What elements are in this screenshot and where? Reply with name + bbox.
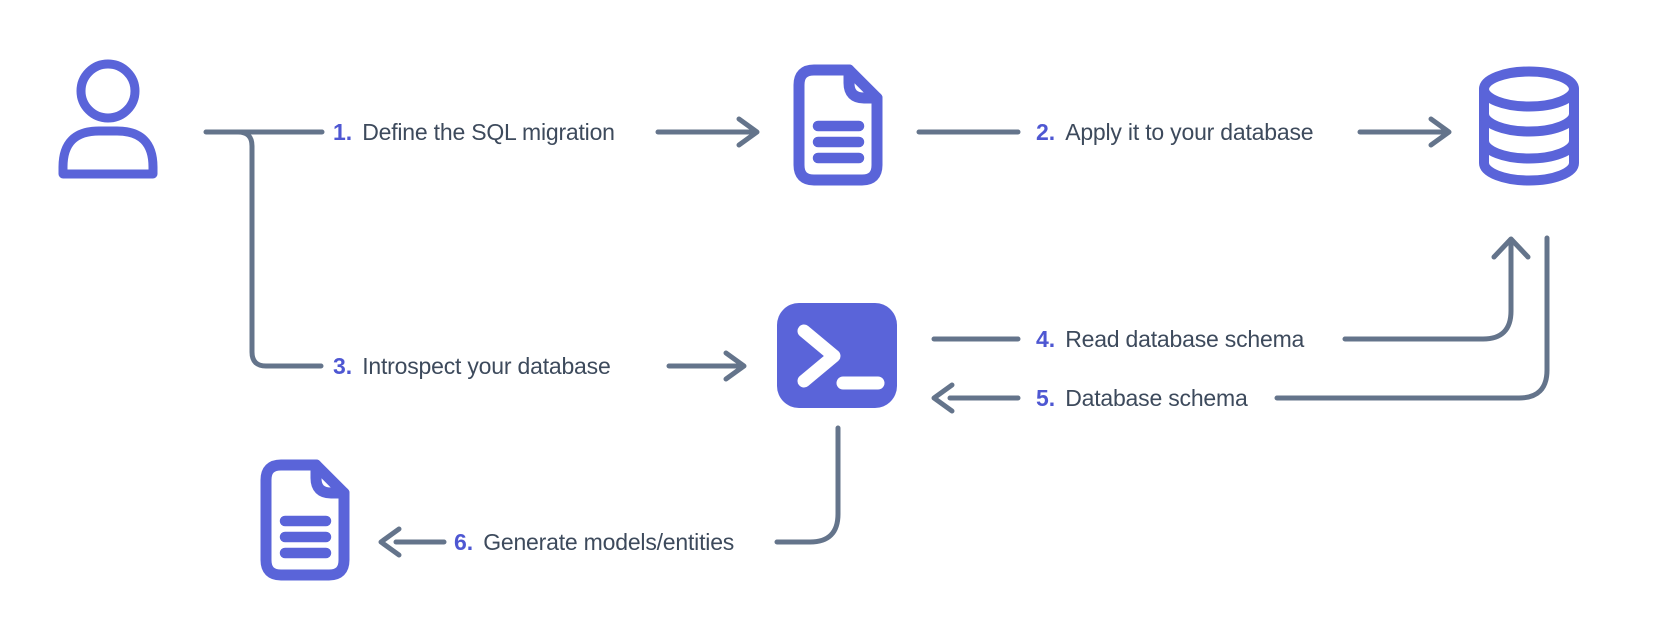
- terminal-icon: [777, 303, 897, 408]
- models-file-icon: [266, 465, 344, 575]
- step-2-text: Apply it to your database: [1065, 119, 1314, 145]
- step-1-text: Define the SQL migration: [362, 119, 615, 145]
- migration-file-icon: [799, 70, 877, 180]
- step-6-text: Generate models/entities: [483, 529, 735, 555]
- step-5-arrow: [931, 382, 1021, 414]
- step-3-number: 3.: [333, 353, 353, 379]
- database-icon: [1479, 66, 1579, 186]
- step-6-label: 6. Generate models/entities: [454, 528, 734, 556]
- step-4-arrow-up: [1342, 236, 1531, 342]
- step-6-connector-line: [774, 425, 841, 545]
- step-4-text: Read database schema: [1065, 326, 1305, 352]
- step-3-branch-line: [235, 129, 324, 369]
- step-2-arrow: [1357, 116, 1452, 148]
- step-3-arrow: [666, 350, 747, 382]
- step-2-label: 2. Apply it to your database: [1036, 118, 1314, 146]
- step-6-number: 6.: [454, 529, 474, 555]
- step-5-connector-line: [1274, 235, 1550, 401]
- step-2-number: 2.: [1036, 119, 1056, 145]
- step-5-text: Database schema: [1065, 385, 1248, 411]
- step-4-label: 4. Read database schema: [1036, 325, 1304, 353]
- step-1-number: 1.: [333, 119, 353, 145]
- step-5-number: 5.: [1036, 385, 1056, 411]
- step-1-label: 1. Define the SQL migration: [333, 118, 615, 146]
- step-6-arrow: [378, 526, 447, 558]
- user-icon: [58, 59, 158, 179]
- step-3-label: 3. Introspect your database: [333, 352, 611, 380]
- step-4-number: 4.: [1036, 326, 1056, 352]
- step-3-text: Introspect your database: [362, 353, 611, 379]
- step-1-arrow: [655, 116, 760, 148]
- step-5-label: 5. Database schema: [1036, 384, 1248, 412]
